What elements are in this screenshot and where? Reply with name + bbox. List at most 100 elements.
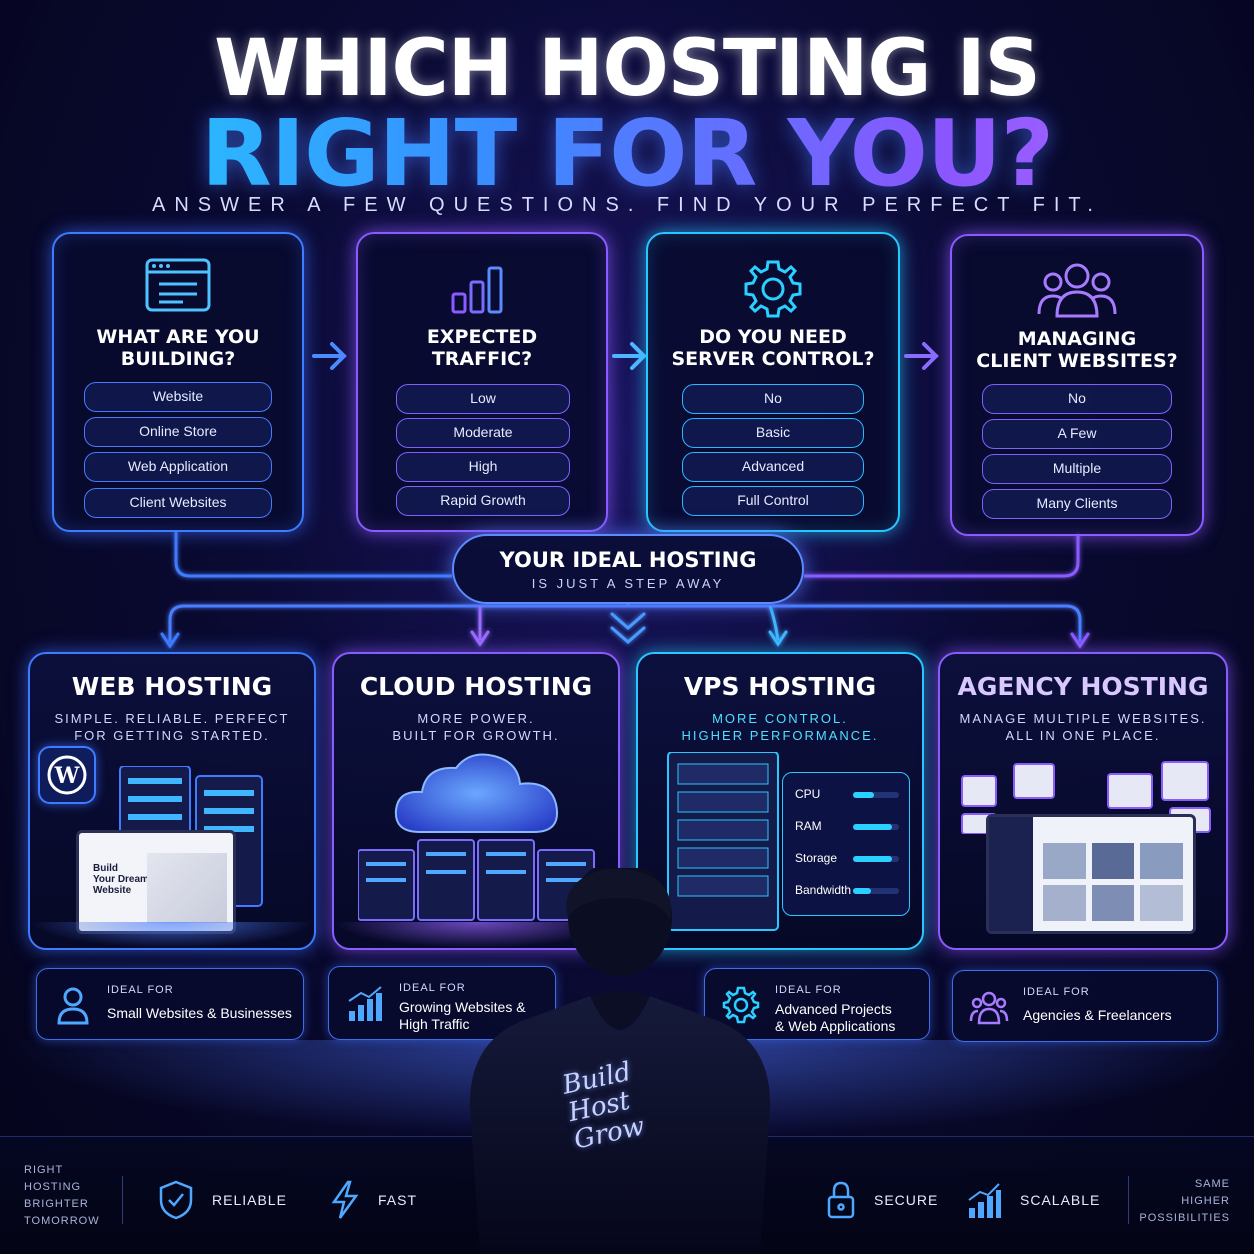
page-subtitle: ANSWER A FEW QUESTIONS. FIND YOUR PERFEC… bbox=[152, 194, 1102, 216]
ideal-label: IDEAL FOR bbox=[1023, 986, 1090, 998]
resource-label: CPU bbox=[795, 787, 821, 801]
hosting-title: WEB HOSTING bbox=[71, 672, 273, 701]
laptop-hero-image bbox=[147, 853, 227, 923]
option-a-few[interactable]: A Few bbox=[982, 419, 1172, 449]
ideal-value: Growing Websites & High Traffic bbox=[399, 999, 526, 1032]
feature-label: SECURE bbox=[874, 1192, 939, 1208]
option-online-store[interactable]: Online Store bbox=[84, 417, 272, 447]
option-basic[interactable]: Basic bbox=[682, 418, 864, 448]
growth-chart-icon bbox=[348, 986, 382, 1021]
laptop-screen: Build Your Dream Website bbox=[76, 830, 236, 934]
hosting-title: CLOUD HOSTING bbox=[359, 672, 593, 701]
option-many-clients[interactable]: Many Clients bbox=[982, 489, 1172, 519]
option-website[interactable]: Website bbox=[84, 382, 272, 412]
option-full-control[interactable]: Full Control bbox=[682, 486, 864, 516]
site-thumbnail bbox=[1140, 885, 1183, 921]
shield-check-icon bbox=[159, 1180, 193, 1220]
bandwidth-meter bbox=[853, 888, 899, 894]
page-title-line2: RIGHT FOR YOU? bbox=[0, 100, 1254, 207]
cloud-icon bbox=[394, 753, 558, 833]
dashboard-laptop bbox=[986, 814, 1196, 934]
resource-label: Storage bbox=[795, 851, 838, 865]
users-icon bbox=[969, 991, 1009, 1025]
agency-hosting-card[interactable]: AGENCY HOSTING MANAGE MULTIPLE WEBSITES.… bbox=[938, 652, 1228, 950]
dashboard-thumbnails bbox=[1043, 843, 1183, 921]
question-title: MANAGING CLIENT WEBSITES? bbox=[976, 328, 1178, 372]
feature-secure: SECURE bbox=[826, 1178, 938, 1222]
ideal-for-vps-hosting: IDEAL FOR Advanced Projects & Web Applic… bbox=[704, 968, 930, 1040]
hosting-subtitle: SIMPLE. RELIABLE. PERFECT FOR GETTING ST… bbox=[54, 711, 290, 743]
dashboard-sidebar bbox=[989, 817, 1033, 931]
option-client-websites[interactable]: Client Websites bbox=[84, 488, 272, 518]
ideal-label: IDEAL FOR bbox=[775, 984, 842, 996]
ideal-value: Small Websites & Businesses bbox=[107, 1005, 292, 1021]
ideal-hosting-badge: YOUR IDEAL HOSTING IS JUST A STEP AWAY bbox=[452, 534, 804, 604]
option-no[interactable]: No bbox=[982, 384, 1172, 414]
svg-text:W: W bbox=[54, 763, 80, 789]
ideal-for-agency-hosting: IDEAL FOR Agencies & Freelancers bbox=[952, 970, 1218, 1042]
question-title: WHAT ARE YOU BUILDING? bbox=[96, 326, 260, 370]
browser-window-icon bbox=[145, 258, 211, 312]
option-high[interactable]: High bbox=[396, 452, 570, 482]
gear-icon bbox=[722, 986, 760, 1024]
wordpress-badge: W bbox=[38, 746, 96, 804]
question-card-traffic: EXPECTED TRAFFIC? Low Moderate High Rapi… bbox=[356, 232, 608, 532]
hosting-title: VPS HOSTING bbox=[683, 672, 877, 701]
arrow-right-icon bbox=[612, 342, 647, 370]
option-moderate[interactable]: Moderate bbox=[396, 418, 570, 448]
wordpress-icon: W bbox=[47, 755, 87, 795]
option-web-application[interactable]: Web Application bbox=[84, 452, 272, 482]
lightning-icon bbox=[331, 1180, 359, 1219]
feature-label: FAST bbox=[378, 1192, 418, 1208]
meter-fill bbox=[853, 856, 893, 862]
resource-panel: CPU RAM Storage Bandwidth bbox=[782, 772, 910, 916]
site-thumbnail bbox=[1140, 843, 1183, 879]
hosting-subtitle: MANAGE MULTIPLE WEBSITES. ALL IN ONE PLA… bbox=[959, 711, 1207, 743]
pedestal bbox=[30, 922, 314, 948]
cloud-hosting-card[interactable]: CLOUD HOSTING MORE POWER. BUILT FOR GROW… bbox=[332, 652, 620, 950]
ideal-value: Advanced Projects & Web Applications bbox=[775, 1001, 896, 1034]
footer-tagline-left: RIGHT HOSTING BRIGHTER TOMORROW bbox=[24, 1164, 100, 1227]
bar-chart-icon bbox=[451, 266, 503, 314]
site-thumbnail bbox=[1091, 885, 1135, 921]
question-title: EXPECTED TRAFFIC? bbox=[426, 326, 538, 370]
badge-subtitle: IS JUST A STEP AWAY bbox=[531, 576, 725, 591]
meter-fill bbox=[853, 888, 872, 894]
feature-scalable: SCALABLE bbox=[966, 1178, 1100, 1222]
site-thumbnail bbox=[1043, 843, 1086, 879]
hosting-subtitle: MORE POWER. BUILT FOR GROWTH. bbox=[392, 711, 560, 743]
footer-tagline-right: SAME HIGHER POSSIBILITIES bbox=[1139, 1178, 1230, 1224]
cpu-meter bbox=[853, 792, 899, 798]
question-title: DO YOU NEED SERVER CONTROL? bbox=[671, 326, 875, 370]
option-no[interactable]: No bbox=[682, 384, 864, 414]
option-multiple[interactable]: Multiple bbox=[982, 454, 1172, 484]
feature-reliable: RELIABLE bbox=[158, 1178, 287, 1222]
page-title-line1: WHICH HOSTING IS bbox=[214, 24, 1041, 114]
ideal-label: IDEAL FOR bbox=[107, 984, 174, 996]
meter-fill bbox=[853, 824, 893, 830]
option-advanced[interactable]: Advanced bbox=[682, 452, 864, 482]
option-rapid-growth[interactable]: Rapid Growth bbox=[396, 486, 570, 516]
feature-label: RELIABLE bbox=[212, 1192, 287, 1208]
resource-label: Bandwidth bbox=[795, 883, 852, 897]
lock-icon bbox=[827, 1181, 855, 1219]
badge-title: YOUR IDEAL HOSTING bbox=[499, 548, 757, 572]
option-low[interactable]: Low bbox=[396, 384, 570, 414]
server-rack-illustration bbox=[667, 752, 779, 931]
person-silhouette bbox=[469, 868, 771, 1254]
arrow-right-icon bbox=[904, 342, 939, 370]
footer-divider bbox=[122, 1176, 123, 1224]
laptop-headline: Build Your Dream Website bbox=[93, 863, 149, 896]
ram-meter bbox=[853, 824, 899, 830]
ideal-for-web-hosting: IDEAL FOR Small Websites & Businesses bbox=[36, 968, 304, 1040]
site-thumbnail bbox=[1043, 885, 1086, 921]
storage-meter bbox=[853, 856, 899, 862]
footer-divider bbox=[1128, 1176, 1129, 1224]
ideal-value: Agencies & Freelancers bbox=[1023, 1007, 1172, 1023]
meter-fill bbox=[853, 792, 874, 798]
hosting-title: AGENCY HOSTING bbox=[957, 672, 1209, 701]
vps-hosting-card[interactable]: VPS HOSTING MORE CONTROL. HIGHER PERFORM… bbox=[636, 652, 924, 950]
web-hosting-card[interactable]: WEB HOSTING SIMPLE. RELIABLE. PERFECT FO… bbox=[28, 652, 316, 950]
question-card-client-websites: MANAGING CLIENT WEBSITES? No A Few Multi… bbox=[950, 234, 1204, 536]
